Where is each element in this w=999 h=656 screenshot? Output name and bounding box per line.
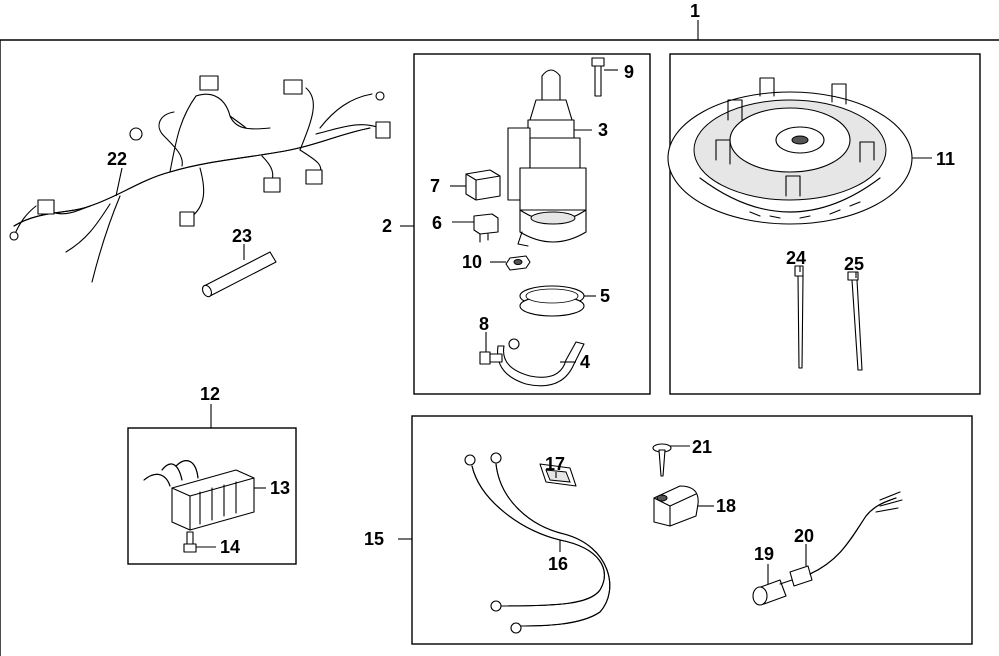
- regulator-group-box: 12: [127, 384, 297, 565]
- harness-connector-right: [283, 79, 303, 95]
- callout-10: 10: [462, 252, 482, 272]
- cable-group-box: 15: [364, 415, 973, 645]
- flywheel: 11: [667, 77, 955, 225]
- harness-connector-lower-right: [305, 169, 323, 185]
- bolt-8: 8: [479, 314, 503, 365]
- callout-22: 22: [107, 149, 127, 169]
- protective-tube: 23: [201, 226, 277, 298]
- tie-band-24: 24: [786, 248, 806, 369]
- callout-16: 16: [548, 554, 568, 574]
- callout-21: 21: [692, 437, 712, 457]
- harness-ring-terminal: [9, 231, 19, 241]
- callout-2: 2: [382, 216, 392, 236]
- callout-17: 17: [545, 454, 565, 474]
- callout-13: 13: [270, 478, 290, 498]
- callout-7: 7: [430, 176, 440, 196]
- harness-connector-top: [199, 75, 219, 91]
- bracket-4: 4: [497, 338, 590, 387]
- tie-band-25: 25: [844, 254, 864, 371]
- band-5: 5: [519, 285, 610, 317]
- regulator-13: 13: [143, 460, 290, 531]
- harness-connector-lower: [263, 177, 281, 193]
- grommet-17: 17: [539, 454, 577, 487]
- switch-19: 19: [752, 544, 787, 606]
- callout-19: 19: [754, 544, 774, 564]
- nut-10: 10: [462, 252, 531, 272]
- harness-grommet: [129, 127, 143, 141]
- callout-5: 5: [600, 286, 610, 306]
- flywheel-group-box: [669, 53, 981, 395]
- callout-20: 20: [794, 526, 814, 546]
- harness-connector-left: [37, 199, 55, 215]
- bolt-14: 14: [183, 531, 240, 557]
- battery-cable-16: 16: [464, 452, 611, 634]
- callout-8: 8: [479, 314, 489, 334]
- callout-9: 9: [624, 62, 634, 82]
- screw-21: 21: [652, 437, 712, 477]
- callout-23: 23: [232, 226, 252, 246]
- callout-4: 4: [580, 352, 590, 372]
- wire-harness: 22: [9, 75, 391, 283]
- relay-7: 7: [430, 169, 501, 201]
- starter-motor: 3: [507, 69, 608, 247]
- callout-1: 1: [690, 1, 700, 21]
- callout-15: 15: [364, 529, 384, 549]
- callout-12: 12: [200, 384, 220, 404]
- callout-3: 3: [598, 120, 608, 140]
- harness-connector-far-right: [375, 121, 391, 139]
- callout-24: 24: [786, 248, 806, 268]
- callout-6: 6: [432, 213, 442, 233]
- clamp-18: 18: [653, 485, 736, 527]
- callout-25: 25: [844, 254, 864, 274]
- cable-20: 20: [779, 491, 903, 587]
- callout-11: 11: [936, 149, 955, 169]
- starter-group-box: 2: [382, 53, 651, 395]
- harness-connector-bottom: [179, 211, 195, 227]
- callout-14: 14: [220, 537, 240, 557]
- bolt-9: 9: [591, 57, 634, 97]
- callout-18: 18: [716, 496, 736, 516]
- relay-6: 6: [432, 213, 499, 243]
